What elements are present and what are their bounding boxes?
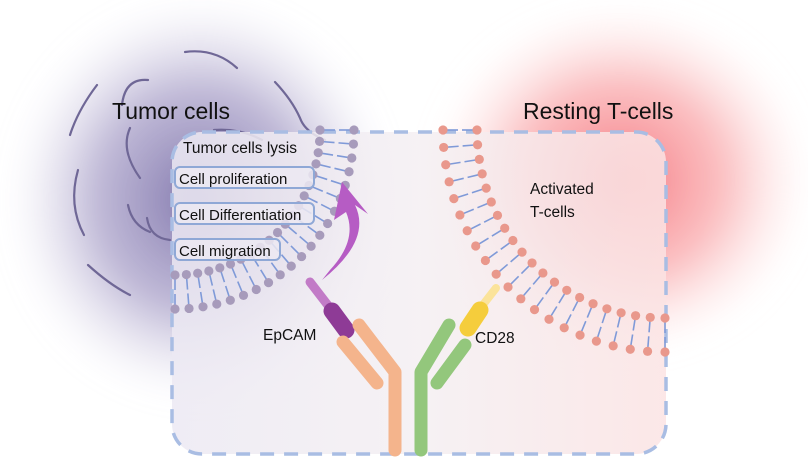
- epcam-label: EpCAM: [263, 327, 317, 344]
- antibody-left-arm: [336, 318, 402, 457]
- activated-t-cells-label-line1: Activated: [530, 181, 594, 198]
- tumor-cells-title: Tumor cells: [112, 98, 230, 124]
- bispecific-antibody: [336, 318, 472, 457]
- effect-box-migration: Cell migration: [174, 238, 281, 261]
- activated-t-cells-label-line2: T-cells: [530, 204, 575, 221]
- effect-box-differentiation: Cell Differentiation: [174, 202, 315, 225]
- cd28-label: CD28: [475, 330, 515, 347]
- effect-box-proliferation: Cell proliferation: [174, 166, 315, 189]
- antibody-right-arm: [414, 318, 472, 457]
- lysis-arrow: [322, 182, 368, 280]
- cd28-receptor: [459, 284, 500, 337]
- t-cell-membrane: [438, 125, 670, 357]
- epcam-receptor: [305, 277, 355, 339]
- resting-t-cells-title: Resting T-cells: [523, 98, 674, 124]
- tumor-cells-lysis-label: Tumor cells lysis: [183, 140, 297, 157]
